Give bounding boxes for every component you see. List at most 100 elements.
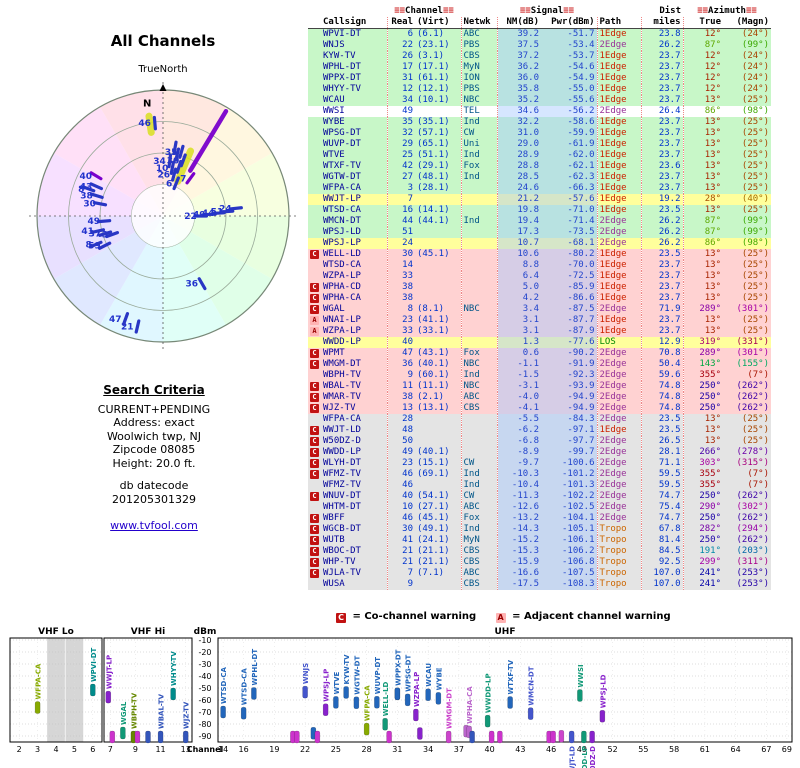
svg-text:Channel: Channel [187,745,224,754]
svg-text:10: 10 [156,164,169,174]
svg-text:WJZ-TV: WJZ-TV [183,701,191,729]
svg-text:WMGM-DT: WMGM-DT [446,688,454,729]
svg-text:22: 22 [184,212,197,222]
co-channel-badge: C [310,283,319,292]
co-channel-label: = Co-channel warning [352,611,477,622]
svg-text:WGTW-DT: WGTW-DT [353,656,361,695]
svg-text:30: 30 [83,200,96,210]
svg-text:6: 6 [90,745,95,754]
svg-text:44: 44 [202,209,215,219]
svg-text:40: 40 [485,745,495,754]
svg-text:28: 28 [362,745,372,754]
co-channel-badge: C [310,448,319,457]
svg-text:W50DZ-D: W50DZ-D [589,746,597,768]
co-channel-badge: C [310,558,319,567]
co-channel-badge: C [310,525,319,534]
svg-text:9: 9 [133,745,138,754]
svg-text:WHYY-TV: WHYY-TV [170,651,178,686]
svg-text:24: 24 [219,204,232,214]
svg-text:13: 13 [181,745,191,754]
svg-text:-40: -40 [198,672,211,681]
adjacent-channel-icon: A [495,613,506,623]
svg-text:47: 47 [109,315,122,325]
col-virt: (Virt) [415,17,461,29]
svg-text:WTXF-TV: WTXF-TV [507,659,515,694]
col-netwk: Netwk [460,17,497,29]
svg-text:WWJT-LP: WWJT-LP [105,655,113,689]
co-channel-badge: C [310,547,319,556]
svg-text:35: 35 [165,148,178,158]
svg-text:WFPA-CA: WFPA-CA [35,663,43,699]
svg-text:69: 69 [782,745,792,754]
co-channel-badge: C [310,426,319,435]
svg-text:58: 58 [669,745,679,754]
search-criteria-line: Height: 20.0 ft. [112,456,196,470]
svg-text:N: N [143,99,151,110]
all-channels-radar-chart: 4635303410266722494451243621475983374149… [29,82,297,350]
search-criteria-heading: Search Criteria [103,383,205,397]
col-real: Real [386,17,415,29]
co-channel-badge: C [310,360,319,369]
svg-text:WBPH-TV: WBPH-TV [130,692,138,729]
svg-text:55: 55 [638,745,648,754]
svg-text:WTVE: WTVE [333,671,341,694]
svg-text:37: 37 [454,745,464,754]
svg-text:49: 49 [193,210,206,220]
svg-text:-90: -90 [198,732,211,741]
adjacent-channel-badge: A [310,327,319,336]
col-dist: miles [640,17,683,29]
svg-text:46: 46 [546,745,556,754]
signal-table: ≡≡Channel≡≡ ≡≡Signal≡≡ Dist ≡≡Azimuth≡≡ … [308,6,771,590]
svg-text:WTSD-CA: WTSD-CA [220,666,228,704]
co-channel-badge: C [310,393,319,402]
svg-text:14: 14 [218,745,228,754]
svg-text:3: 3 [35,745,40,754]
svg-text:41: 41 [81,227,94,237]
svg-text:37: 37 [89,230,102,240]
svg-text:22: 22 [300,745,310,754]
svg-text:52: 52 [608,745,618,754]
co-channel-icon: C [336,613,346,623]
co-channel-badge: C [310,459,319,468]
azimuth-group-header: ≡≡Azimuth≡≡ [697,6,757,16]
tvfool-link[interactable]: www.tvfool.com [110,519,198,532]
co-channel-badge: C [310,536,319,545]
svg-text:-20: -20 [198,648,211,657]
svg-text:34: 34 [153,157,166,167]
col-callsign: Callsign [321,17,387,29]
co-channel-badge: C [310,349,319,358]
svg-text:61: 61 [700,745,710,754]
svg-text:WWDD-LP: WWDD-LP [581,746,589,768]
col-magn: (Magn) [723,17,771,29]
svg-text:WPPX-DT: WPPX-DT [394,649,402,686]
db-datecode-value: 201205301329 [112,492,196,506]
true-north-label: TrueNorth [138,64,188,75]
svg-text:WPVI-DT: WPVI-DT [90,647,98,682]
svg-text:26: 26 [158,171,171,181]
svg-text:WBAL-TV: WBAL-TV [158,693,166,729]
